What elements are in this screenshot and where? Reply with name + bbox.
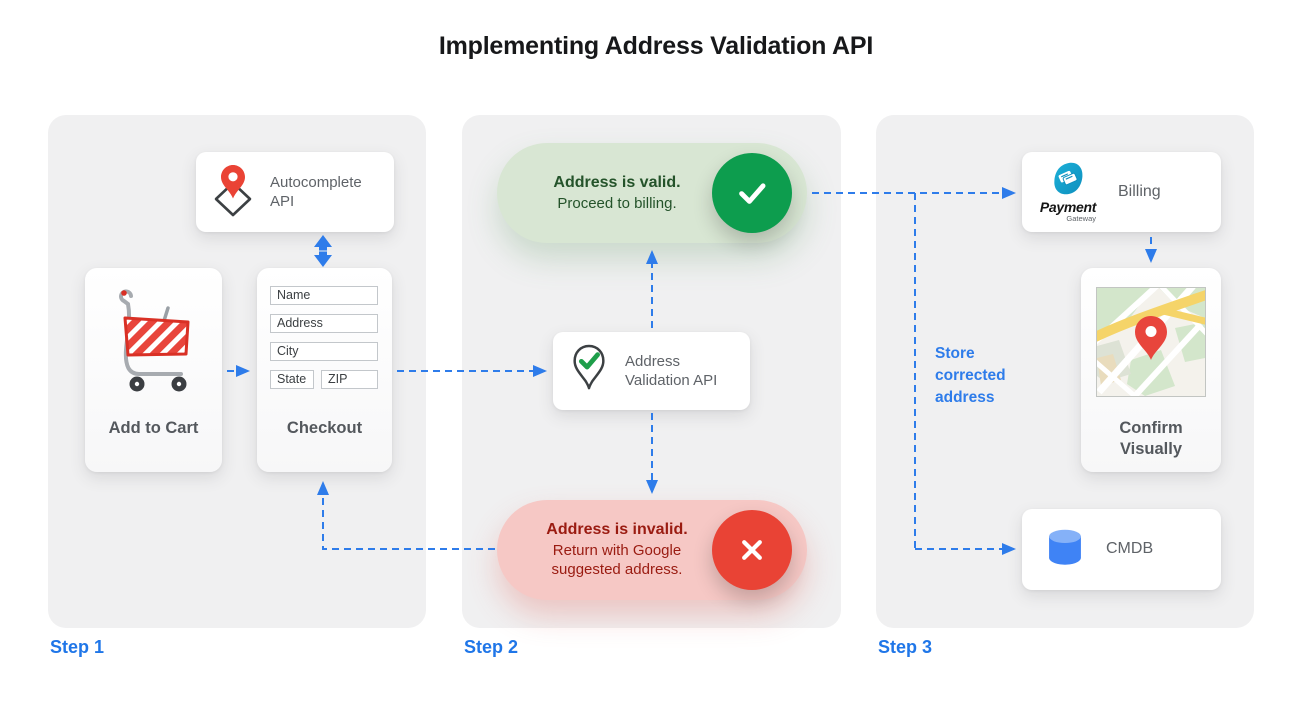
checkmark-icon	[712, 153, 792, 233]
address-validation-api-label: Address Validation API	[625, 352, 718, 390]
step2-label: Step 2	[464, 637, 519, 657]
state-field[interactable]: State	[270, 370, 314, 389]
city-field[interactable]: City	[270, 342, 378, 361]
name-field[interactable]: Name	[270, 286, 378, 305]
autocomplete-api-node: Autocomplete API	[196, 152, 394, 232]
validation-pin-icon	[567, 342, 611, 401]
payment-logo-subtitle: Gateway	[1066, 214, 1096, 223]
checkout-node: Name Address City State ZIP Checkout	[257, 268, 392, 472]
step1-label: Step 1	[50, 637, 105, 657]
database-icon	[1042, 522, 1088, 577]
confirm-visually-label: Confirm Visually	[1119, 419, 1183, 458]
cmdb-node: CMDB	[1022, 509, 1221, 590]
address-invalid-subtitle: Return with Google suggested address.	[551, 541, 683, 579]
address-validation-api-node: Address Validation API	[553, 332, 750, 410]
store-corrected-address-note: Store corrected address	[935, 345, 1006, 406]
map-thumbnail	[1089, 279, 1211, 401]
step3-label: Step 3	[878, 637, 933, 657]
shopping-cart-icon	[93, 284, 213, 409]
billing-label: Billing	[1118, 182, 1161, 200]
payment-gateway-logo: Payment Gateway	[1036, 161, 1100, 223]
address-field[interactable]: Address	[270, 314, 378, 333]
address-valid-pill: Address is valid. Proceed to billing.	[497, 143, 807, 243]
address-invalid-title: Address is invalid.	[546, 521, 688, 539]
address-valid-title: Address is valid.	[553, 173, 681, 191]
x-icon	[712, 510, 792, 590]
add-to-cart-node: Add to Cart	[85, 268, 222, 472]
billing-node: Payment Gateway Billing	[1022, 152, 1221, 232]
zip-field[interactable]: ZIP	[321, 370, 378, 389]
payment-logo-title: Payment	[1039, 199, 1097, 215]
checkout-label: Checkout	[286, 419, 363, 437]
confirm-visually-node: Confirm Visually	[1081, 268, 1221, 472]
address-valid-subtitle: Proceed to billing.	[557, 194, 677, 212]
cmdb-label: CMDB	[1106, 540, 1154, 558]
add-to-cart-label: Add to Cart	[108, 419, 199, 437]
autocomplete-pin-icon	[210, 162, 256, 223]
autocomplete-api-label: Autocomplete API	[270, 173, 362, 211]
address-invalid-pill: Address is invalid. Return with Google s…	[497, 500, 807, 600]
page-title: Implementing Address Validation API	[438, 32, 874, 60]
